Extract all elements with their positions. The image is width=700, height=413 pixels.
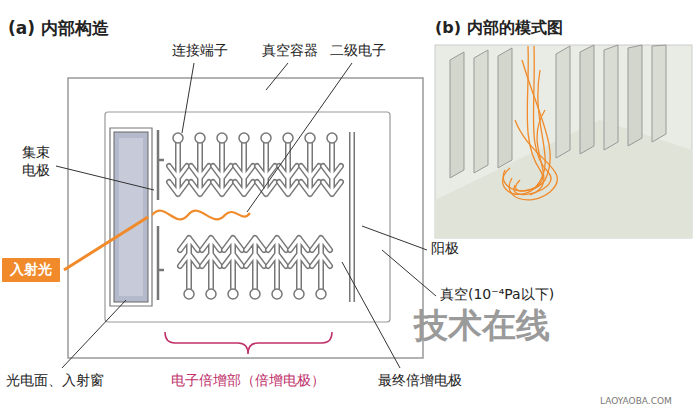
leader-lines bbox=[56, 63, 436, 368]
node-text: 入射光 bbox=[10, 261, 52, 279]
panel-heading: (a) 内部构造 bbox=[8, 18, 109, 39]
photocathode-inner bbox=[119, 138, 143, 296]
incident-light-tag: 入射光 bbox=[2, 258, 60, 282]
watermark: 技术在线 bbox=[414, 304, 550, 347]
part-label: 集束 电极 bbox=[22, 144, 52, 179]
part-label: 真空(10⁻⁴Pa以下) bbox=[440, 286, 554, 304]
part-label: 阳极 bbox=[431, 240, 459, 258]
multiplier-brace bbox=[165, 332, 332, 354]
node-text: (b) 内部的模式图 bbox=[435, 18, 697, 39]
electron-path bbox=[152, 211, 250, 220]
dynode-row-bottom bbox=[180, 238, 330, 299]
vacuum-container bbox=[68, 78, 423, 358]
schematic-panel: (b) 内部的模式图 bbox=[435, 18, 697, 240]
watermark: LAOYAOBA.COM bbox=[600, 396, 672, 407]
section-label: 电子倍增部（倍增电极） bbox=[148, 372, 348, 390]
anode bbox=[351, 132, 354, 302]
incident-light-ray bbox=[64, 217, 148, 270]
part-label: 光电面、入射窗 bbox=[6, 372, 104, 390]
part-label: 真空容器 bbox=[262, 42, 318, 60]
part-label: 最终倍增电极 bbox=[378, 372, 462, 390]
dynode-row-top bbox=[169, 133, 341, 194]
photocathode bbox=[114, 132, 148, 302]
part-label: 二级电子 bbox=[330, 42, 386, 60]
schematic-model bbox=[435, 45, 692, 238]
part-label: 连接端子 bbox=[172, 42, 228, 60]
focusing-electrode bbox=[158, 130, 164, 300]
